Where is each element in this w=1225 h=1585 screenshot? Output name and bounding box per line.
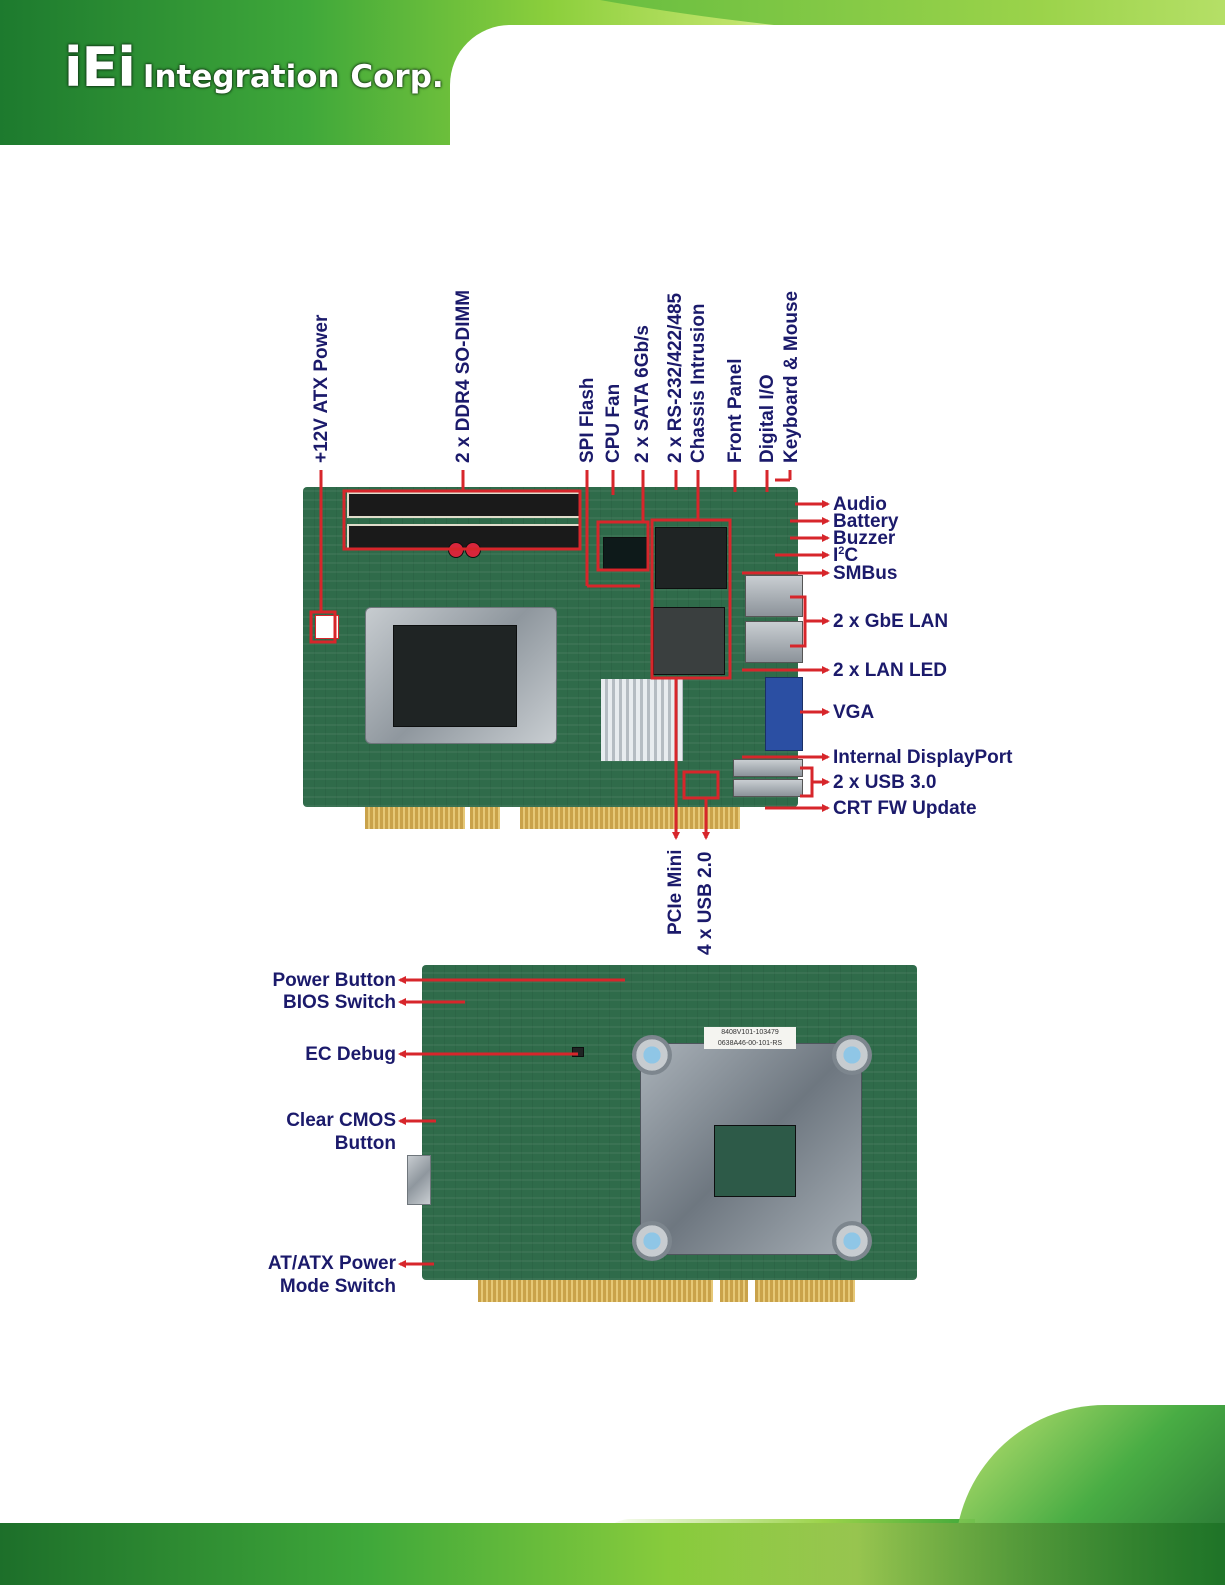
lan-port-2 [745,621,803,663]
box-sata [596,520,650,572]
edge-connector-3 [520,807,740,829]
label-digital-io: Digital I/O [757,374,778,463]
header-white-area [450,25,1225,145]
board-front-view [303,487,803,807]
label-clear-cmos: Clear CMOS [286,1110,396,1131]
label-audio: Audio [833,494,887,515]
pcie-mini-slot [653,607,725,675]
label-usb20: 4 x USB 2.0 [695,851,716,956]
rear-edge-connector-1 [478,1280,713,1302]
bracket-gbe-lan [790,595,807,648]
serial-port-rear [407,1155,431,1205]
label-power-button: Power Button [272,970,397,991]
logo-brand: iEi [64,36,136,99]
usb3-port-2 [733,779,803,797]
cpu-socket-cover [393,625,517,727]
label-buzzer: Buzzer [833,528,896,549]
label-usb30: 2 x USB 3.0 [833,772,937,793]
label-spi-flash: SPI Flash [577,377,598,463]
box-ddr4 [342,489,582,551]
label-crt-fw-update: CRT FW Update [833,798,977,819]
logo-company-name: Integration Corp. [142,59,444,95]
label-rs232: 2 x RS-232/422/485 [665,292,686,463]
label-lan-led: 2 x LAN LED [833,660,948,681]
label-bios-switch: BIOS Switch [283,992,396,1013]
backplate-mount-3 [632,1221,672,1261]
ec-debug-connector [572,1047,584,1057]
label-ec-debug: EC Debug [305,1044,396,1065]
label-internal-displayport: Internal DisplayPort [833,747,1013,768]
header-banner [0,0,1225,145]
vga-port [765,677,803,751]
label-battery: Battery [833,511,899,532]
label-chassis-intrusion: Chassis Intrusion [688,303,709,463]
label-i2c-main: I [833,545,839,566]
edge-connector-2 [470,807,500,829]
footer-shade [665,1523,1225,1585]
label-i2c: I2C [833,545,859,566]
rear-edge-connector-3 [755,1280,855,1302]
backplate-mount-4 [832,1221,872,1261]
io-controller-chip [655,527,727,589]
box-usb20 [682,770,720,800]
label-i2c-suffix: C [844,545,859,566]
label-ddr4: 2 x DDR4 SO-DIMM [453,289,474,463]
footer-banner [0,1523,1225,1585]
label-cpu-fan: CPU Fan [603,383,624,463]
label-mode-switch: Mode Switch [279,1276,396,1297]
label-atx-power: +12V ATX Power [311,314,332,463]
rear-edge-connector-2 [720,1280,748,1302]
label-gbe-lan: 2 x GbE LAN [833,611,949,632]
label-at-atx-power: AT/ATX Power [267,1253,396,1274]
board-rear-view: 8408V101-103479 0638A46-00-101-RS [407,965,917,1280]
sticker-line-2: 0638A46-00-101-RS [717,1040,783,1047]
box-pcie [650,518,732,680]
label-vga: VGA [833,702,875,723]
label-smbus: SMBus [833,563,898,584]
label-i2c-sup: 2 [838,545,845,557]
company-logo: iEi Integration Corp. [64,36,444,99]
backplate-mount-1 [632,1035,672,1075]
bracket-usb30 [800,766,814,798]
box-atx-power [309,610,337,644]
serial-sticker: 8408V101-103479 0638A46-00-101-RS [704,1027,796,1049]
label-front-panel: Front Panel [725,358,746,463]
sticker-line-1: 8408V101-103479 [721,1029,779,1036]
label-clear-cmos-button: Button [334,1133,396,1154]
backplate-window [714,1125,796,1197]
label-pcie-mini: PCIe Mini [665,849,686,935]
edge-connector-1 [365,807,465,829]
backplate-mount-2 [832,1035,872,1075]
label-sata: 2 x SATA 6Gb/s [632,325,653,463]
chipset-heatsink [601,679,683,761]
label-keyboard-mouse: Keyboard & Mouse [781,290,802,463]
